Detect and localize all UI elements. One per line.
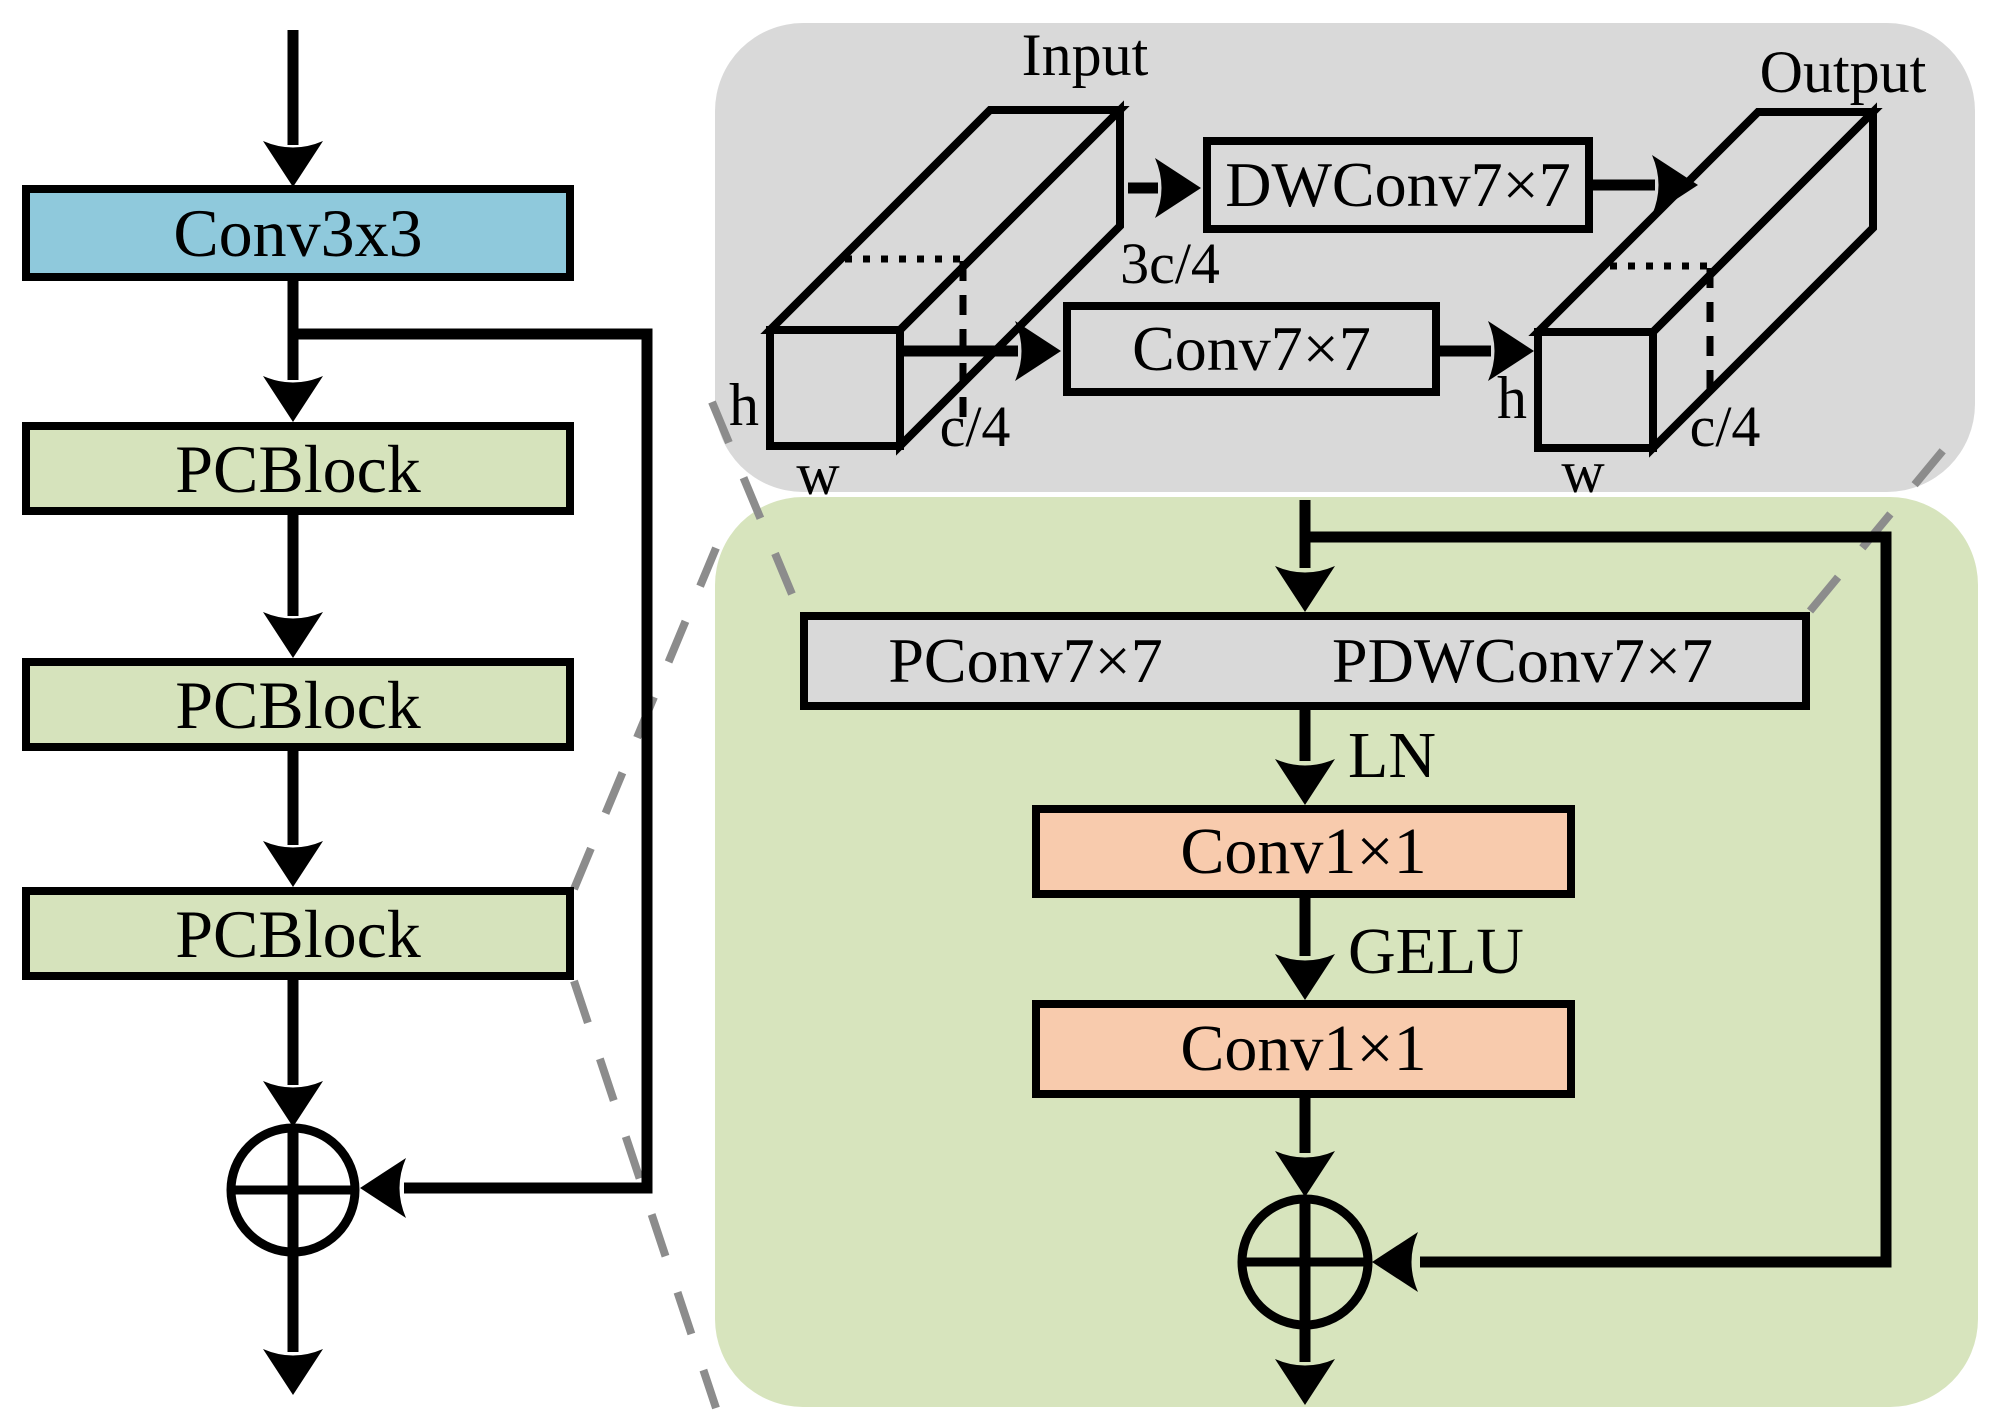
pcblock-1: PCBlock (22, 422, 574, 515)
arrowhead-inner-skip-into-sum (1372, 1232, 1418, 1292)
arrowhead-into-conv2 (1275, 954, 1335, 1000)
pcblock-1-label: PCBlock (175, 430, 421, 507)
dashed-line-bar-to-graypanel-right (1806, 439, 1954, 614)
arrowhead-into-conv3x3 (263, 141, 323, 187)
output-cuboid-front-face (1534, 328, 1657, 452)
conv7x7-label: Conv7×7 (1132, 313, 1371, 384)
arrowhead-into-sum (263, 1081, 323, 1127)
conv7x7-block: Conv7×7 (1063, 302, 1440, 396)
green-panel-arrowheads (1275, 566, 1418, 1405)
conv3x3-label: Conv3x3 (173, 195, 423, 271)
ln-label: LN (1348, 719, 1436, 792)
gelu-label: GELU (1348, 915, 1524, 988)
gray-panel-arrowheads (1015, 155, 1698, 381)
arrowhead-inner-output (1275, 1359, 1335, 1405)
conv3x3-block: Conv3x3 (22, 185, 574, 281)
arrowhead-into-conv7 (1015, 321, 1061, 381)
arrowhead-skip-into-sum (360, 1158, 406, 1218)
arrowhead-into-output-front (1488, 321, 1534, 381)
skip-connection-line (293, 328, 653, 1194)
arrowhead-into-dwconv (1155, 158, 1201, 218)
pconv-label: PConv7×7 (888, 625, 1163, 696)
channels-3c4-label: 3c/4 (1120, 231, 1220, 296)
conv1x1-1-label: Conv1×1 (1180, 814, 1427, 888)
pcblock-2: PCBlock (22, 658, 574, 751)
output-w-label: w (1561, 439, 1605, 505)
arrowhead-into-pcblock2 (263, 612, 323, 658)
dwconv-block: DWConv7×7 (1203, 137, 1593, 233)
pconv-pdwconv-bar: PConv7×7 PDWConv7×7 (800, 612, 1810, 710)
arrowhead-into-pcblock1 (263, 376, 323, 422)
pdwconv-segment: PDWConv7×7 (1243, 620, 1802, 702)
output-label: Output (1759, 39, 1927, 105)
pdwconv-label: PDWConv7×7 (1332, 625, 1713, 696)
pcblock-3-label: PCBlock (175, 895, 421, 972)
input-label: Input (1021, 22, 1149, 88)
pcblock-2-label: PCBlock (175, 666, 421, 743)
dwconv-label: DWConv7×7 (1225, 149, 1571, 220)
gray-panel-lines (898, 179, 1655, 357)
conv1x1-block-1: Conv1×1 (1032, 805, 1575, 898)
left-pipeline-arrowheads (263, 141, 406, 1395)
pconv-segment: PConv7×7 (808, 620, 1243, 702)
output-c4-label: c/4 (1689, 394, 1761, 459)
input-cuboid (760, 100, 1130, 456)
dashed-line-graypanel-to-bar-left (708, 400, 803, 613)
arrowhead-into-output-cube (1652, 155, 1698, 215)
conv1x1-2-label: Conv1×1 (1180, 1012, 1427, 1085)
left-pipeline-lines (287, 30, 653, 1352)
pcblock-3: PCBlock (22, 887, 574, 980)
arrowhead-into-pcblock3 (263, 841, 323, 887)
output-h-label: h (1497, 365, 1527, 431)
input-c4-label: c/4 (939, 394, 1011, 459)
arrowhead-into-conv1 (1275, 759, 1335, 805)
inner-skip-connection-line (1305, 531, 1892, 1268)
input-cuboid-front-face (766, 326, 904, 450)
input-h-label: h (729, 372, 759, 438)
arrowhead-into-inner-sum (1275, 1151, 1335, 1197)
conv1x1-block-2: Conv1×1 (1032, 1000, 1575, 1098)
arrowhead-final-output (263, 1349, 323, 1395)
input-w-label: w (796, 441, 840, 507)
arrowhead-into-bar (1275, 566, 1335, 612)
